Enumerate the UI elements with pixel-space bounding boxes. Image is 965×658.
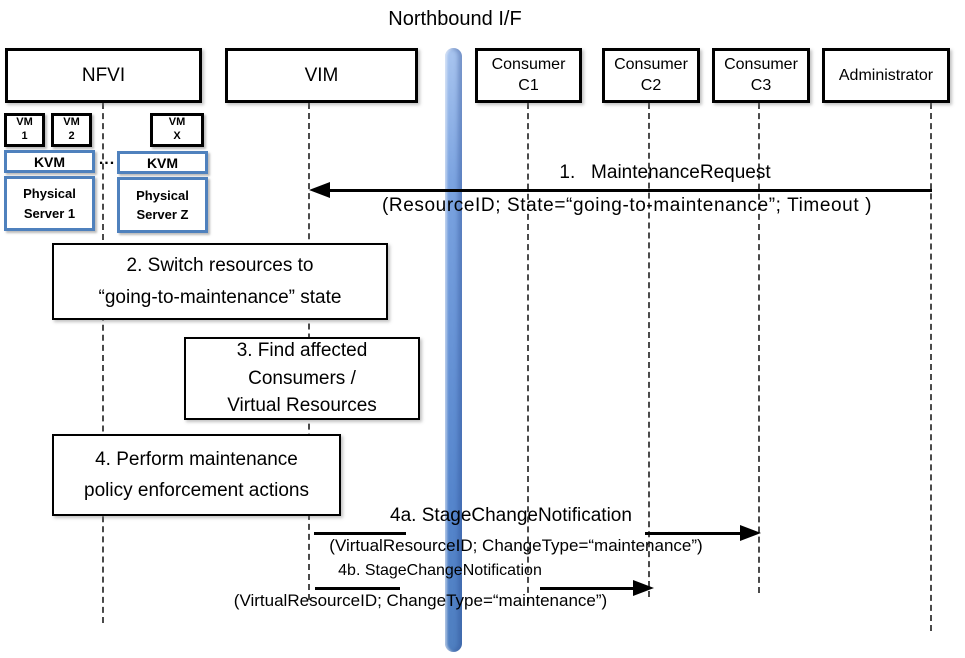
message-1-arrowhead-left bbox=[309, 182, 330, 198]
message-4a-params: (VirtualResourceID; ChangeType=“maintena… bbox=[329, 536, 703, 555]
message-4b-arrow-line-left bbox=[315, 587, 400, 590]
message-1-label: 1. MaintenanceRequest bbox=[559, 162, 771, 183]
vm2-label-line2: 2 bbox=[68, 130, 75, 142]
ellipsis-dots: ... bbox=[98, 151, 116, 168]
message-4a-arrow-line-right bbox=[645, 532, 743, 535]
message-1-arrow-line bbox=[314, 189, 932, 192]
message-4b-arrow-line-right bbox=[540, 587, 636, 590]
message-4a-arrow-line-left bbox=[314, 532, 406, 535]
actor-box-consumer-c3: Consumer C3 bbox=[712, 48, 810, 103]
step-3-line1: 3. Find affected bbox=[236, 340, 368, 362]
actor-label-consumer-c2-line1: Consumer bbox=[614, 55, 688, 73]
vm1-box: VM 1 bbox=[4, 113, 45, 147]
actor-box-consumer-c1: Consumer C1 bbox=[475, 48, 582, 103]
message-1-params: (ResourceID; State=“going-to-maintenance… bbox=[381, 195, 873, 216]
physical-server-z-line2: Server Z bbox=[136, 207, 189, 222]
step-2-line2: “going-to-maintenance” state bbox=[98, 286, 342, 308]
actor-label-administrator: Administrator bbox=[838, 66, 934, 84]
step-2-line1: 2. Switch resources to bbox=[126, 255, 314, 277]
physical-server-1-line2: Server 1 bbox=[23, 205, 76, 221]
kvm-right-label: KVM bbox=[146, 154, 179, 171]
actor-label-consumer-c1-line1: Consumer bbox=[491, 55, 566, 73]
kvm-right-box: KVM bbox=[117, 151, 208, 174]
message-4a-label: 4a. StageChangeNotification bbox=[390, 505, 632, 526]
vm2-box: VM 2 bbox=[51, 113, 92, 147]
vm1-label-line1: VM bbox=[16, 116, 33, 129]
vmx-label-line1: VM bbox=[168, 116, 186, 129]
lifeline-administrator bbox=[930, 103, 932, 631]
step-4-line1: 4. Perform maintenance bbox=[95, 448, 298, 470]
step-4-line2: policy enforcement actions bbox=[84, 480, 309, 501]
actor-box-administrator: Administrator bbox=[822, 48, 950, 103]
actor-label-consumer-c3-line1: Consumer bbox=[724, 55, 798, 73]
lifeline-consumer-c2 bbox=[648, 103, 650, 597]
actor-label-vim: VIM bbox=[304, 64, 339, 86]
message-4b-arrowhead-right bbox=[633, 580, 654, 596]
lifeline-consumer-c3 bbox=[758, 103, 760, 593]
actor-label-consumer-c1-line2: C1 bbox=[518, 76, 539, 94]
lifeline-nfvi bbox=[102, 103, 104, 623]
kvm-left-box: KVM bbox=[4, 150, 95, 173]
message-4b-params: (VirtualResourceID; ChangeType=“maintena… bbox=[233, 591, 608, 610]
actor-label-consumer-c3-line2: C3 bbox=[750, 76, 772, 94]
physical-server-1-box: Physical Server 1 bbox=[4, 176, 95, 231]
physical-server-1-line1: Physical bbox=[23, 186, 76, 201]
message-4a-arrowhead-right bbox=[740, 525, 761, 541]
vmx-label-line2: X bbox=[173, 130, 181, 142]
lifeline-consumer-c1 bbox=[527, 103, 529, 603]
step-3-line2: Consumers / bbox=[248, 367, 356, 389]
step-4-box: 4. Perform maintenance policy enforcemen… bbox=[52, 434, 341, 516]
physical-server-z-box: Physical Server Z bbox=[117, 177, 208, 233]
vm1-label-line2: 1 bbox=[21, 130, 28, 142]
actor-box-consumer-c2: Consumer C2 bbox=[602, 48, 700, 103]
step-3-box: 3. Find affected Consumers / Virtual Res… bbox=[184, 337, 420, 420]
actor-box-vim: VIM bbox=[225, 48, 418, 103]
physical-server-z-line1: Physical bbox=[136, 187, 189, 203]
diagram-title: Northbound I/F bbox=[388, 8, 522, 30]
actor-label-nfvi: NFVI bbox=[81, 64, 126, 86]
vmx-box: VM X bbox=[150, 113, 204, 147]
vm2-label-line1: VM bbox=[63, 116, 80, 129]
northbound-interface-bar bbox=[445, 48, 462, 652]
kvm-left-label: KVM bbox=[33, 153, 66, 170]
step-3-line3: Virtual Resources bbox=[227, 395, 377, 417]
step-2-box: 2. Switch resources to “going-to-mainten… bbox=[52, 243, 388, 320]
message-4b-label: 4b. StageChangeNotification bbox=[338, 562, 542, 579]
actor-box-nfvi: NFVI bbox=[5, 48, 202, 103]
actor-label-consumer-c2-line2: C2 bbox=[640, 76, 662, 94]
